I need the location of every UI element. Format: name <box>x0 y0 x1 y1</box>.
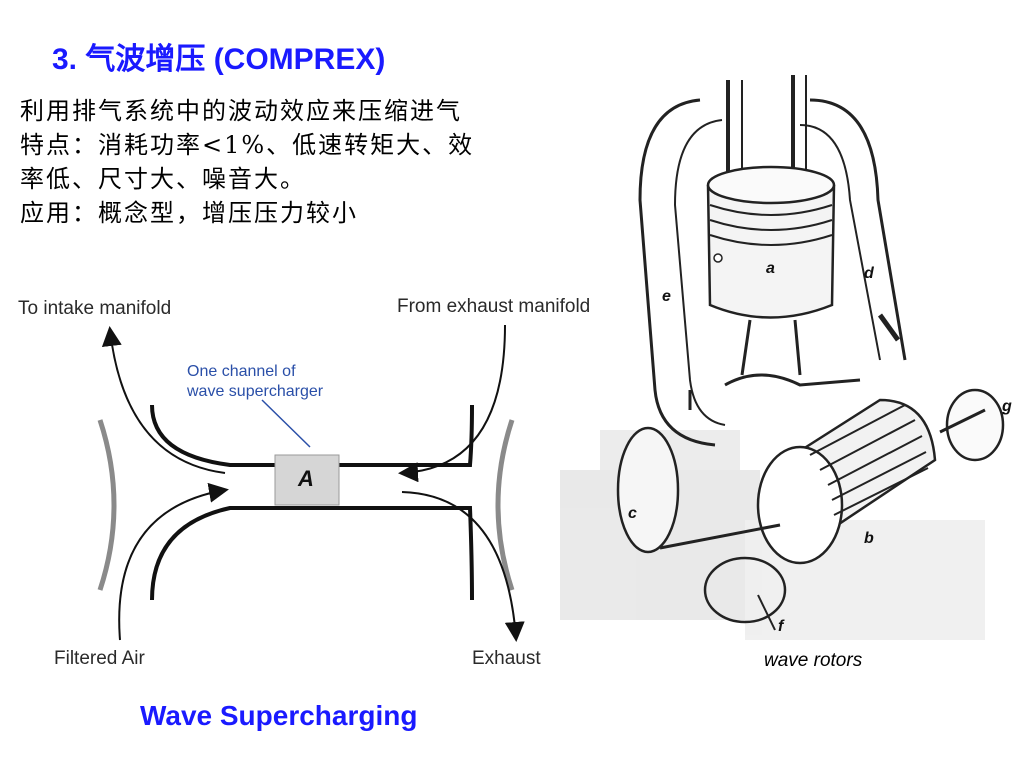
rotor-b <box>756 398 937 565</box>
exhaust-in-arrow <box>398 324 506 483</box>
duct-e-outer <box>638 98 716 447</box>
channel-label-1: One channel of <box>187 363 296 380</box>
engine-label-a: a <box>766 260 775 277</box>
channel-pointer-line <box>261 399 311 448</box>
wave-rotors-caption: wave rotors <box>764 650 863 671</box>
pulley-c <box>616 426 680 554</box>
piston-a <box>706 165 836 319</box>
text-line-3: 率低、尺寸大、噪音大。 <box>20 165 306 193</box>
shaft <box>659 523 781 550</box>
exhaust-flow-arrow <box>877 313 901 342</box>
lower-channel-wall <box>150 506 474 601</box>
channel-box <box>274 454 340 506</box>
text-line-4: 应用：概念型，增压压力较小 <box>20 199 358 227</box>
duct-d-inner <box>799 124 881 361</box>
left-side-wall <box>97 419 117 591</box>
text-line-1: 利用排气系统中的波动效应来压缩进气 <box>20 97 462 125</box>
engine-label-d: d <box>864 265 874 282</box>
slide-title: 3. 气波增压 (COMPREX) <box>52 43 386 76</box>
upper-channel-wall <box>150 404 474 467</box>
body-text: 利用排气系统中的波动效应来压缩进气 特点：消耗功率<1%、低速转矩大、效 率低、… <box>20 94 620 230</box>
engine-label-c: c <box>628 505 637 522</box>
duct-d-outer <box>809 98 907 361</box>
filtered-air-arrow <box>118 482 229 641</box>
engine-label-b: b <box>864 530 874 547</box>
channel-box-label: A <box>298 466 314 491</box>
exhaust-label: Exhaust <box>472 648 541 669</box>
from-exhaust-label: From exhaust manifold <box>397 296 591 317</box>
to-intake-label: To intake manifold <box>18 298 172 319</box>
duct-e-inner <box>673 119 726 426</box>
filtered-air-label: Filtered Air <box>54 648 145 669</box>
text-line-2: 特点：消耗功率<1%、低速转矩大、效 <box>20 131 475 159</box>
outlet-g <box>945 388 1005 462</box>
intake-flow-arrow <box>101 326 226 474</box>
engine-label-g: g <box>1002 398 1012 415</box>
engine-label-f: f <box>778 618 784 635</box>
inlet-f <box>703 556 787 624</box>
channel-label-2: wave supercharger <box>187 383 324 400</box>
exhaust-out-arrow <box>401 491 525 642</box>
crankshaft <box>724 373 861 387</box>
diagram-caption: Wave Supercharging <box>140 700 418 731</box>
connecting-rod <box>740 319 802 376</box>
right-side-wall <box>495 419 515 591</box>
engine-label-e: e <box>662 288 671 305</box>
